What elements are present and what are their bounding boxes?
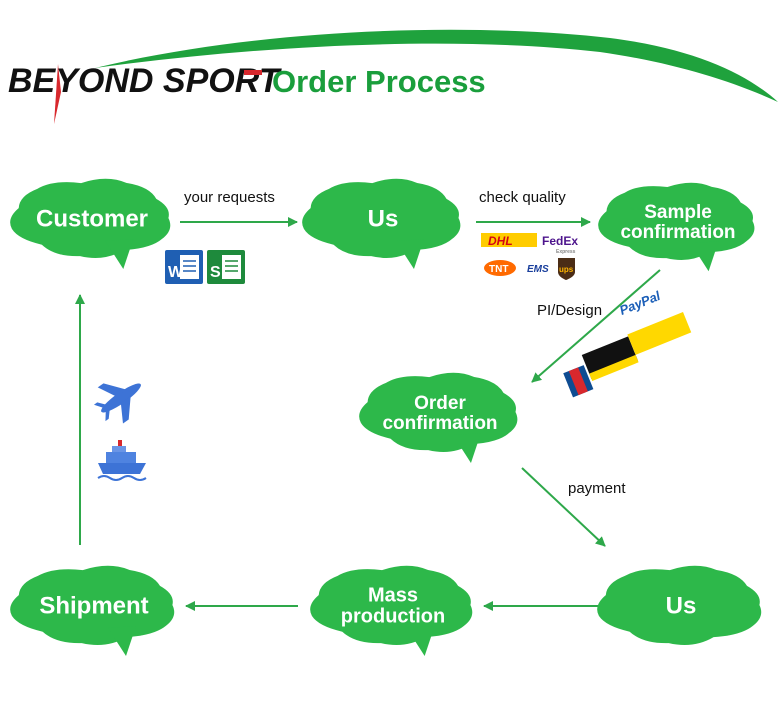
node-label: production xyxy=(341,606,445,628)
fedex-logo: FedEx Express xyxy=(542,234,578,255)
node-bubble-shape xyxy=(310,565,473,645)
tnt-logo-text: TNT xyxy=(489,264,508,275)
node-bubble-shape xyxy=(598,182,755,260)
ems-logo-text: EMS xyxy=(527,264,549,275)
word-icon-letter: W xyxy=(168,264,184,281)
node-label: Mass xyxy=(368,585,418,607)
node-label: Shipment xyxy=(39,593,148,620)
ship-icon xyxy=(97,440,147,481)
node-bubble-tail xyxy=(452,433,481,463)
node-customer: Customer xyxy=(10,178,171,269)
edge-arrows xyxy=(75,217,661,611)
ups-logo-text: ups xyxy=(559,265,574,274)
node-bubble-shape xyxy=(10,178,171,258)
excel-icon: S xyxy=(207,250,245,284)
ups-logo: ups xyxy=(558,258,575,280)
excel-icon-letter: S xyxy=(210,264,221,281)
edge-label-your-requests: your requests xyxy=(184,189,275,206)
brand-red-stroke xyxy=(54,64,61,124)
arrow-sample-to-order xyxy=(531,269,661,383)
brand-dumbbell-icon xyxy=(244,70,262,75)
node-bubble-shape xyxy=(302,178,461,258)
node-bubble-tail xyxy=(406,626,435,656)
header-swoosh xyxy=(95,29,778,102)
edge-label-pi-design: PI/Design xyxy=(537,302,602,319)
node-bubble-shape xyxy=(359,372,518,452)
airplane-icon xyxy=(93,383,141,424)
node-bubble-tail xyxy=(105,239,134,269)
node-label: Us xyxy=(666,593,697,620)
fedex-logo-text: FedEx xyxy=(542,234,578,248)
node-us-top: Us xyxy=(302,178,461,269)
page-title: Order Process xyxy=(272,64,486,99)
dhl-logo-text: DHL xyxy=(488,234,513,248)
node-label: confirmation xyxy=(382,413,497,434)
fedex-logo-subtext: Express xyxy=(556,249,576,255)
tnt-logo: TNT xyxy=(484,260,516,276)
edge-label-check-quality: check quality xyxy=(479,189,566,206)
paypal-logo: PayPal xyxy=(617,288,663,318)
node-bubble-tail xyxy=(395,239,424,269)
node-label: Customer xyxy=(36,206,148,233)
payment-cards: PayPal xyxy=(563,288,692,398)
node-label: Us xyxy=(368,206,399,233)
node-bubble-shape xyxy=(10,565,175,645)
word-icon: W xyxy=(165,250,203,284)
ems-logo: EMS xyxy=(524,260,550,276)
node-label: confirmation xyxy=(620,222,735,243)
node-label: Order xyxy=(414,393,466,414)
edge-label-payment: payment xyxy=(568,480,626,497)
arrow-order-to-us xyxy=(521,467,606,547)
node-label: Sample xyxy=(644,202,712,223)
node-us-bottom: Us xyxy=(597,565,762,645)
node-bubble-shape xyxy=(597,565,762,645)
brand-text: BEYOND SPORT xyxy=(8,62,283,100)
brand-logo: BEYOND SPORT xyxy=(8,62,283,124)
node-bubble-tail xyxy=(108,626,136,656)
node-shipment: Shipment xyxy=(10,565,175,656)
dhl-logo: DHL xyxy=(481,233,537,248)
node-bubble-tail xyxy=(690,241,719,272)
